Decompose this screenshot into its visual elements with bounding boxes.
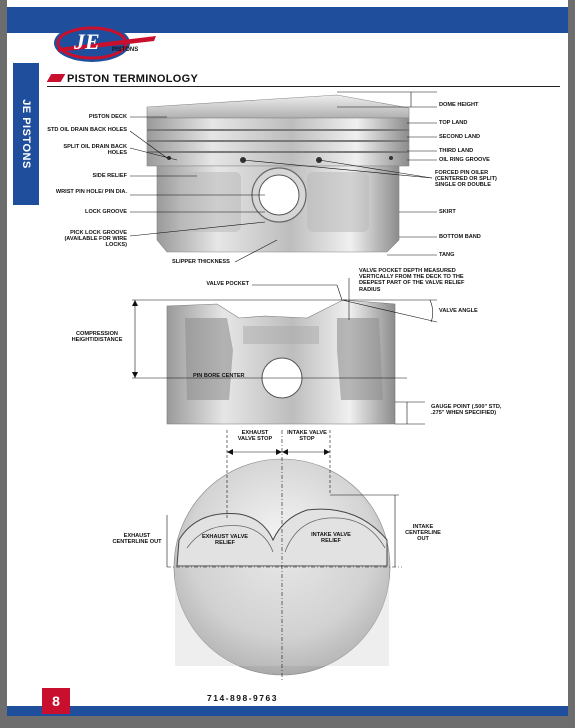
label-exhaust-valve-stop: EXHAUST VALVE STOP — [237, 430, 273, 443]
label-gauge-point: GAUGE POINT (.500" STD, .275" WHEN SPECI… — [431, 404, 502, 417]
label-oil-ring-groove: OIL RING GROOVE — [439, 157, 490, 163]
phone-number: 714-898-9763 — [207, 693, 278, 703]
label-dome-height: DOME HEIGHT — [439, 102, 479, 108]
section-title: PISTON TERMINOLOGY — [67, 73, 199, 85]
label-compression-height: COMPRESSION HEIGHT/DISTANCE — [71, 331, 123, 344]
cross-section-leaders — [132, 278, 438, 425]
label-pin-bore-center: PIN BORE CENTER — [193, 373, 245, 379]
label-pick-lock-groove: PICK LOCK GROOVE (AVAILABLE FOR WIRE LOC… — [64, 230, 127, 249]
label-second-land: SECOND LAND — [439, 134, 481, 140]
piston-side-view — [146, 94, 410, 253]
label-tang: TANG — [439, 252, 455, 258]
catalog-page: JE PISTONS JE PISTONS PISTON TERMINOLOGY — [7, 0, 568, 716]
label-intake-centerline: INTAKE CENTERLINE OUT — [405, 524, 441, 543]
je-pistons-logo: JE PISTONS — [52, 18, 162, 64]
label-intake-valve-stop: INTAKE VALVE STOP — [287, 430, 327, 443]
label-split-oil-drain: SPLIT OIL DRAIN BACK HOLES — [63, 144, 127, 157]
label-bottom-band: BOTTOM BAND — [439, 234, 481, 240]
label-slipper-thickness: SLIPPER THICKNESS — [172, 259, 230, 265]
side-view-leaders — [129, 91, 437, 263]
piston-cross-section — [166, 299, 396, 425]
label-skirt: SKIRT — [439, 209, 456, 215]
label-exhaust-valve-relief: EXHAUST VALVE RELIEF — [201, 534, 249, 547]
logo-letters: JE — [73, 29, 100, 54]
label-exhaust-centerline: EXHAUST CENTERLINE OUT — [112, 533, 162, 546]
title-divider — [47, 86, 560, 87]
piston-diagrams — [129, 91, 438, 680]
label-top-land: TOP LAND — [439, 120, 468, 126]
page-number: 8 — [42, 688, 70, 714]
label-valve-pocket-depth: VALVE POCKET DEPTH MEASURED VERTICALLY F… — [359, 268, 465, 293]
logo-subtext: PISTONS — [112, 47, 138, 53]
footer-bar — [7, 706, 568, 716]
label-piston-deck: PISTON DECK — [88, 114, 127, 120]
sidebar-tab: JE PISTONS — [13, 63, 39, 205]
label-valve-angle: VALVE ANGLE — [439, 308, 478, 314]
label-third-land: THIRD LAND — [439, 148, 474, 154]
label-side-relief: SIDE RELIEF — [92, 173, 128, 179]
label-wrist-pin-hole: WRIST PIN HOLE/ PIN DIA. — [55, 189, 127, 195]
label-intake-valve-relief: INTAKE VALVE RELIEF — [311, 532, 351, 545]
label-valve-pocket: VALVE POCKET — [206, 281, 249, 287]
label-lock-groove: LOCK GROOVE — [85, 209, 127, 215]
label-std-oil-drain: STD OIL DRAIN BACK HOLES — [47, 127, 127, 133]
label-forced-pin-oiler: FORCED PIN OILER (CENTERED OR SPLIT) SIN… — [435, 170, 497, 189]
